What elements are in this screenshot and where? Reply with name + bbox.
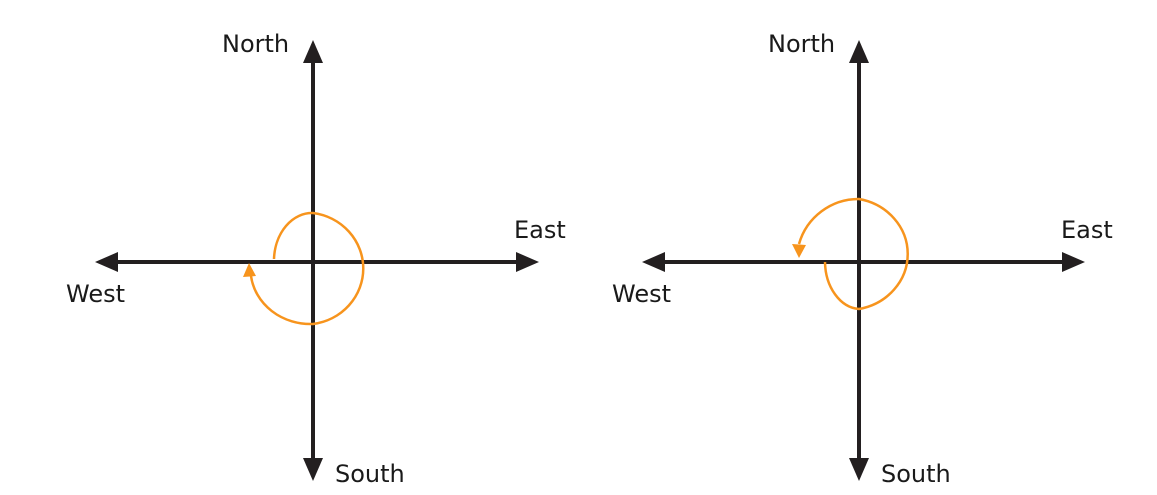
- east-label: East: [1061, 216, 1113, 244]
- compass-diagram-1: North South East West: [66, 30, 566, 488]
- west-label: West: [612, 280, 671, 308]
- east-arrow-icon: [516, 252, 539, 272]
- rotation-arrowhead-icon: [792, 244, 806, 258]
- south-label: South: [335, 460, 405, 488]
- south-arrow-icon: [849, 458, 869, 481]
- rotation-arc: [249, 211, 365, 326]
- west-arrow-icon: [95, 252, 118, 272]
- rotation-arc: [797, 197, 909, 311]
- east-label: East: [514, 216, 566, 244]
- south-arrow-icon: [303, 458, 323, 481]
- rotation-arrowhead-icon: [243, 263, 256, 277]
- south-label: South: [881, 460, 951, 488]
- compass-diagram-2: North South East West: [612, 30, 1113, 488]
- north-label: North: [222, 30, 289, 58]
- north-arrow-icon: [849, 40, 869, 63]
- north-arrow-icon: [303, 40, 323, 63]
- west-arrow-icon: [642, 252, 665, 272]
- west-label: West: [66, 280, 125, 308]
- east-arrow-icon: [1062, 252, 1085, 272]
- north-label: North: [768, 30, 835, 58]
